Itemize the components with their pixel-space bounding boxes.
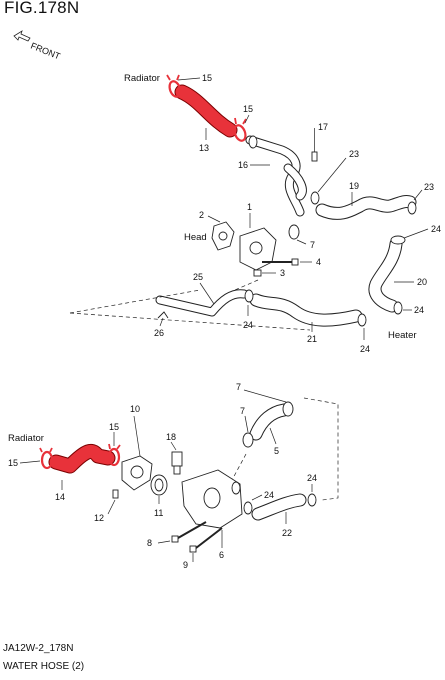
heater-label: Heater <box>388 330 417 341</box>
callout-24: 24 <box>307 473 317 483</box>
clamp-24-a <box>390 235 406 245</box>
callout-17: 17 <box>318 122 328 132</box>
thermostat-11 <box>150 474 168 496</box>
water-hose-19 <box>315 195 417 220</box>
water-pipe-25 <box>155 289 249 317</box>
o-ring-7-a <box>242 432 254 448</box>
clamp-15-top-b <box>233 117 247 142</box>
callout-24: 24 <box>243 320 253 330</box>
callout-23: 23 <box>424 182 434 192</box>
callout-11: 11 <box>154 508 163 518</box>
callout-22: 22 <box>282 528 292 538</box>
o-ring-7 <box>288 224 300 240</box>
o-ring-7-b <box>282 401 294 417</box>
callout-7: 7 <box>236 382 241 392</box>
radiator-label-top: Radiator <box>124 73 160 84</box>
clamp-24-c <box>244 289 254 303</box>
radiator-label-bottom: Radiator <box>8 433 44 444</box>
thermostat-cap-10 <box>121 455 153 491</box>
clamp-24-f <box>307 493 317 507</box>
callout-21: 21 <box>307 334 317 344</box>
callout-24: 24 <box>414 305 424 315</box>
callout-7: 7 <box>240 406 245 416</box>
callout-2: 2 <box>199 210 204 220</box>
callout-15: 15 <box>8 458 18 468</box>
callout-24: 24 <box>360 344 370 354</box>
callout-15: 15 <box>202 73 212 83</box>
callout-10: 10 <box>130 404 140 414</box>
callout-14: 14 <box>55 492 65 502</box>
callout-3: 3 <box>280 268 285 278</box>
callout-15: 15 <box>109 422 119 432</box>
callout-12: 12 <box>94 513 104 523</box>
figure-title: FIG.178N <box>4 0 80 17</box>
clip-26 <box>157 311 169 319</box>
temperature-sensor-18 <box>171 451 183 475</box>
callout-15: 15 <box>243 104 253 114</box>
bolt-8 <box>171 521 207 543</box>
callout-20: 20 <box>417 277 427 287</box>
nut-3 <box>253 269 262 277</box>
callout-16: 16 <box>238 160 248 170</box>
water-hose-22 <box>251 493 307 521</box>
radiator-hose-13 <box>174 84 238 138</box>
water-hose-21 <box>249 293 363 327</box>
callout-5: 5 <box>274 446 279 456</box>
thermostat-housing-1 <box>239 227 277 271</box>
clamp-15-top-a <box>166 74 182 98</box>
reference-lines <box>69 279 339 501</box>
clamp-24-e <box>243 501 253 515</box>
water-pipe-16 <box>245 135 307 217</box>
clamp-24-b <box>393 301 403 315</box>
callout-24: 24 <box>431 224 441 234</box>
callout-25: 25 <box>193 272 203 282</box>
thermostat-housing-6 <box>181 469 243 529</box>
radiator-hose-14 <box>48 444 116 474</box>
front-arrow-icon: FRONT <box>13 30 62 62</box>
water-hose-5 <box>249 403 291 441</box>
clamp-23-a <box>310 191 320 205</box>
callout-19: 19 <box>349 181 359 191</box>
callout-4: 4 <box>316 257 321 267</box>
callout-8: 8 <box>147 538 152 548</box>
clamp-23-b <box>407 201 417 215</box>
screw-12 <box>112 489 119 499</box>
front-label: FRONT <box>29 41 62 62</box>
callout-18: 18 <box>166 432 176 442</box>
figure-caption: WATER HOSE (2) <box>3 661 85 672</box>
figure-code: JA12W-2_178N <box>3 643 74 654</box>
bolt-9 <box>189 527 223 553</box>
head-label: Head <box>184 232 207 243</box>
callout-26: 26 <box>154 328 164 338</box>
clamp-24-d <box>357 313 367 327</box>
water-hose-20 <box>368 237 403 313</box>
callout-24: 24 <box>264 490 274 500</box>
clamp-15-bottom-a <box>39 447 54 470</box>
callout-7: 7 <box>310 240 315 250</box>
callout-23: 23 <box>349 149 359 159</box>
callout-6: 6 <box>219 550 224 560</box>
bolt-17 <box>311 128 318 162</box>
callout-1: 1 <box>247 202 252 212</box>
callout-13: 13 <box>199 143 209 153</box>
gasket-2 <box>211 221 235 251</box>
callout-9: 9 <box>183 560 188 570</box>
bolt-4 <box>262 258 299 266</box>
clamp-15-bottom-b <box>107 443 121 467</box>
